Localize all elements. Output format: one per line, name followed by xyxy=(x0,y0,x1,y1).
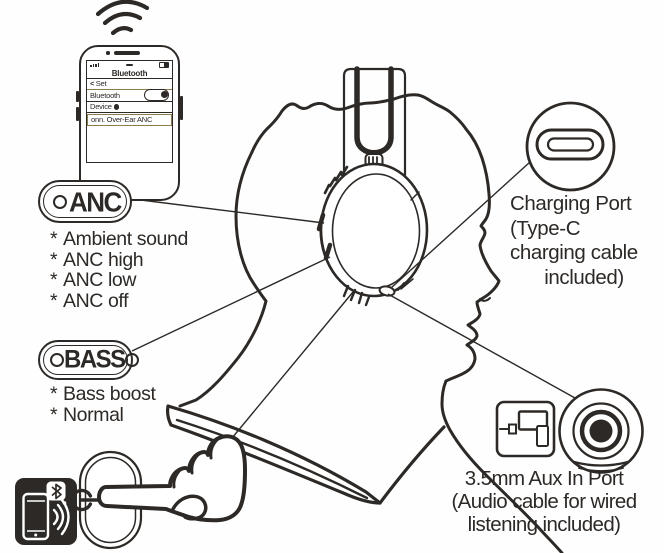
head-profile xyxy=(178,93,564,553)
bass-button-dot-icon xyxy=(124,353,139,367)
caption-line: listening included) xyxy=(467,512,621,536)
bass-callout-line xyxy=(131,256,331,352)
bass-option: * Normal xyxy=(50,403,124,426)
paired-device-label: onn. Over-Ear ANC xyxy=(91,115,153,124)
battery-icon xyxy=(159,62,169,68)
bluetooth-row: Bluetooth xyxy=(87,89,172,102)
bluetooth-toggle xyxy=(144,89,169,102)
headband-outer xyxy=(342,67,407,186)
back-row: < Set xyxy=(87,79,172,90)
caption-line: (Audio cable for wired xyxy=(451,489,637,513)
phone-side-button xyxy=(76,91,79,102)
anc-button-label: ANC xyxy=(69,185,122,218)
anc-option: * ANC off xyxy=(50,289,129,312)
info-icon xyxy=(113,104,120,110)
power-callout-line xyxy=(231,291,354,439)
caption-line: Charging Port xyxy=(510,192,632,215)
headband-inner xyxy=(354,66,394,156)
wireless-signal-icon xyxy=(95,0,150,36)
status-bar xyxy=(87,61,172,68)
shirt-collar xyxy=(166,404,446,505)
signal-bars-icon xyxy=(90,63,99,67)
pointing-hand-icon xyxy=(97,434,247,523)
ear-cup-outer xyxy=(319,162,429,298)
caption-line: (Type-C xyxy=(510,216,581,240)
caption-line: included) xyxy=(544,265,624,289)
bluetooth-row-label: Bluetooth xyxy=(90,90,120,100)
back-label: Set xyxy=(95,79,107,89)
port-oval xyxy=(378,285,396,297)
aux-port-caption: 3.5mm Aux In Port (Audio cable for wired… xyxy=(424,467,664,536)
bass-button: BASS xyxy=(38,340,139,380)
bass-button-label: BASS xyxy=(64,345,126,374)
bass-button-dot-icon xyxy=(50,353,64,367)
bass-option: * Bass boost xyxy=(50,383,156,405)
time-indicator xyxy=(125,64,133,66)
bluetooth-settings-screen: Bluetooth < Set Bluetooth Device onn. Ov… xyxy=(86,60,173,163)
caption-line: charging cable xyxy=(510,241,638,264)
anc-option: * ANC high xyxy=(50,248,144,271)
phone-speaker xyxy=(114,51,140,55)
headphones xyxy=(316,66,429,307)
anc-button: ANC xyxy=(38,180,132,223)
anc-button-dot-icon xyxy=(53,194,67,209)
phone-glyph xyxy=(22,492,50,541)
charging-port-caption: Charging Port (Type-C charging cable inc… xyxy=(510,192,658,290)
aux-port-icons xyxy=(495,388,644,474)
anc-option: * Ambient sound xyxy=(50,228,188,250)
bass-button-mark xyxy=(323,242,333,261)
nfc-waves xyxy=(52,498,70,536)
device-row-label: Device xyxy=(90,102,112,112)
paired-device-row: onn. Over-Ear ANC xyxy=(87,113,172,126)
smartphone: Bluetooth < Set Bluetooth Device onn. Ov… xyxy=(76,45,183,201)
aux-jack-icon xyxy=(558,388,644,474)
charging-port-icon xyxy=(525,101,616,192)
anc-callout-line xyxy=(132,198,325,224)
aux-callout-line xyxy=(387,293,576,399)
ear-cup-inner xyxy=(331,173,421,289)
charging-callout-line xyxy=(390,161,531,289)
anc-options-list: * Ambient sound * ANC high * ANC low * A… xyxy=(50,229,188,311)
usb-c-connector xyxy=(535,128,605,161)
nfc-pairing-icon xyxy=(15,478,77,545)
phone-side-button xyxy=(180,96,183,120)
back-chevron-icon: < xyxy=(90,79,95,89)
screen-title: Bluetooth xyxy=(87,68,172,79)
callout-lines xyxy=(131,161,576,439)
caption-line: 3.5mm Aux In Port xyxy=(464,467,624,490)
phone-camera-dot xyxy=(106,51,110,55)
bass-options-list: * Bass boost * Normal xyxy=(50,383,156,426)
anc-option: * ANC low xyxy=(50,269,137,291)
phone-side-button xyxy=(76,107,79,121)
device-row: Device xyxy=(87,102,172,113)
